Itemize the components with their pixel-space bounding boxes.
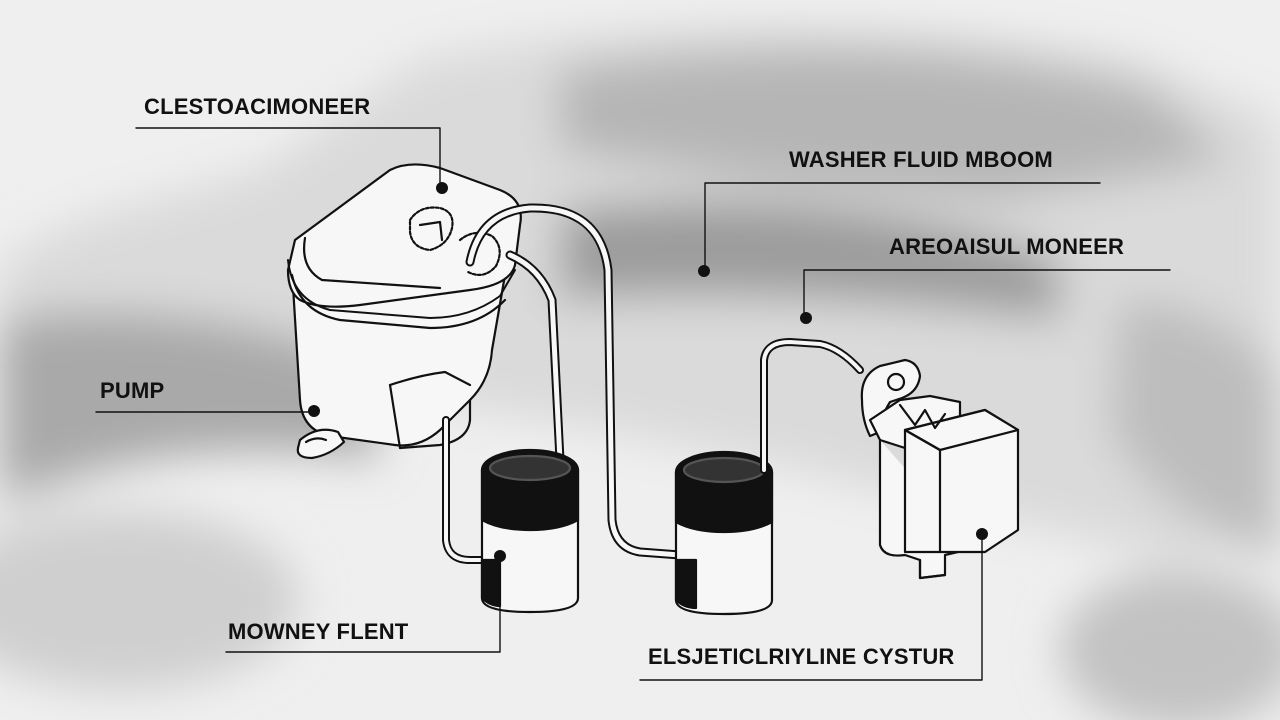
label-pump: PUMP	[100, 378, 165, 403]
hose-to-sensor	[760, 338, 864, 474]
label-electrical-system: ELSJETICLRIYLINE CYSTUR	[648, 644, 955, 669]
reservoir-tank	[286, 163, 522, 460]
label-top-left: CLESTOACIMONEER	[144, 94, 371, 119]
leader-lines	[95, 127, 1171, 681]
label-mowney-flent: MOWNEY FLENT	[228, 619, 409, 644]
label-aref: AREOAISUL MONEER	[889, 234, 1125, 259]
filter-cylinder-right	[674, 450, 774, 616]
filter-cylinder-left	[480, 448, 580, 614]
label-washer-fluid: WASHER FLUID MBOOM	[789, 147, 1053, 172]
leader-dots	[308, 182, 988, 562]
sensor-module	[860, 358, 1020, 580]
hose-loop	[442, 203, 685, 564]
